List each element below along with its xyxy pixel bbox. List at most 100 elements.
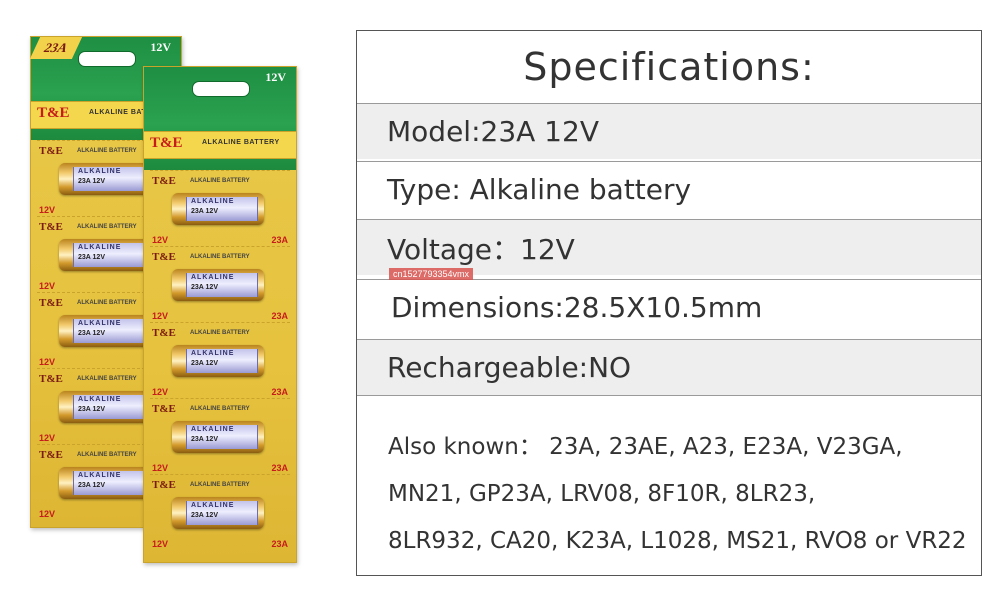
battery-slot: T&E ALKALINE BATTERY ALKALINE 23A 12V 12V 23A (150, 170, 290, 247)
battery-slot: T&E ALKALINE BATTERY ALKALINE 23A 12V 12V 23A (150, 474, 290, 551)
battery-wrap: ALKALINE 23A 12V (186, 425, 258, 449)
cell-model: 23A 12V (78, 178, 105, 185)
voltage-tag: 12V (265, 70, 286, 84)
slot-brand: T&E (152, 479, 176, 491)
cell-model: 23A 12V (191, 512, 218, 519)
cell-brand: ALKALINE (191, 198, 235, 205)
hang-hole (192, 81, 250, 97)
slot-size: 23A (271, 463, 288, 473)
slot-voltage: 12V (152, 539, 169, 549)
slot-voltage: 12V (39, 281, 56, 291)
size-tag: 23A (29, 37, 83, 59)
battery-slot: T&E ALKALINE BATTERY ALKALINE 23A 12V 12V 23A (150, 322, 290, 399)
cell-model: 23A 12V (78, 482, 105, 489)
cell-brand: ALKALINE (78, 244, 122, 251)
spec-row-type: Type: Alkaline battery (357, 161, 981, 217)
cell-brand: ALKALINE (78, 168, 122, 175)
slot-brand: T&E (152, 327, 176, 339)
spec-table: Specifications: Model:23A 12V Type: Alka… (356, 30, 982, 576)
slot-label: ALKALINE BATTERY (77, 148, 137, 154)
cell-model: 23A 12V (78, 254, 105, 261)
cell-brand: ALKALINE (78, 396, 122, 403)
slot-voltage: 12V (152, 387, 169, 397)
battery-cell: ALKALINE 23A 12V (172, 421, 264, 453)
slot-brand: T&E (39, 297, 63, 309)
slot-brand: T&E (39, 373, 63, 385)
spec-row-model: Model:23A 12V (357, 103, 981, 159)
card-header: 12V T&E ALKALINE BATTERY (144, 67, 296, 170)
cell-brand: ALKALINE (191, 274, 235, 281)
hang-hole (78, 51, 136, 67)
also-known-line: 8LR932, CA20, K23A, L1028, MS21, RVO8 or… (388, 528, 967, 554)
cell-model: 23A 12V (191, 436, 218, 443)
brand-subtitle: ALKALINE BATTERY (89, 109, 167, 116)
cell-brand: ALKALINE (78, 320, 122, 327)
battery-wrap: ALKALINE 23A 12V (73, 471, 145, 495)
slot-voltage: 12V (39, 433, 56, 443)
cell-model: 23A 12V (191, 208, 218, 215)
slot-label: ALKALINE BATTERY (190, 178, 250, 184)
spec-title: Specifications: (523, 45, 815, 89)
slot-label: ALKALINE BATTERY (190, 330, 250, 336)
watermark-label: cn1527793354vmx (389, 268, 474, 280)
cell-brand: ALKALINE (78, 472, 122, 479)
cell-model: 23A 12V (78, 330, 105, 337)
battery-cell: ALKALINE 23A 12V (172, 345, 264, 377)
slot-brand: T&E (39, 145, 63, 157)
slot-voltage: 12V (152, 463, 169, 473)
battery-slot: T&E ALKALINE BATTERY ALKALINE 23A 12V 12V 23A (150, 246, 290, 323)
slot-brand: T&E (39, 221, 63, 233)
battery-cell: ALKALINE 23A 12V (59, 467, 151, 499)
slot-voltage: 12V (152, 235, 169, 245)
slot-voltage: 12V (152, 311, 169, 321)
also-known-section: Also known： 23A, 23AE, A23, E23A, V23GA,… (357, 395, 981, 575)
slot-brand: T&E (152, 251, 176, 263)
slot-brand: T&E (152, 403, 176, 415)
cell-model: 23A 12V (191, 284, 218, 291)
slot-brand: T&E (39, 449, 63, 461)
spec-row-rechargeable: Rechargeable:NO (357, 339, 981, 395)
slot-size: 23A (271, 311, 288, 321)
spec-row-voltage: Voltage：12V (357, 219, 981, 275)
battery-cell: ALKALINE 23A 12V (59, 163, 151, 195)
cell-brand: ALKALINE (191, 502, 235, 509)
battery-card-front: 12V T&E ALKALINE BATTERY T&E ALKALINE BAT… (143, 66, 297, 563)
slot-size: 23A (271, 235, 288, 245)
slot-label: ALKALINE BATTERY (77, 224, 137, 230)
product-image: 23A 12V T&E ALKALINE BATTERY T&E ALKALINE… (29, 36, 300, 566)
also-known-line: Also known： 23A, 23AE, A23, E23A, V23GA, (388, 434, 903, 460)
battery-wrap: ALKALINE 23A 12V (73, 167, 145, 191)
slot-label: ALKALINE BATTERY (190, 254, 250, 260)
battery-wrap: ALKALINE 23A 12V (186, 197, 258, 221)
battery-wrap: ALKALINE 23A 12V (186, 349, 258, 373)
slot-size: 23A (271, 539, 288, 549)
slot-brand: T&E (152, 175, 176, 187)
slot-voltage: 12V (39, 509, 56, 519)
cell-brand: ALKALINE (191, 350, 235, 357)
brand-subtitle: ALKALINE BATTERY (202, 139, 280, 146)
battery-wrap: ALKALINE 23A 12V (186, 273, 258, 297)
slot-label: ALKALINE BATTERY (77, 300, 137, 306)
slot-voltage: 12V (39, 357, 56, 367)
battery-cell: ALKALINE 23A 12V (59, 315, 151, 347)
battery-cell: ALKALINE 23A 12V (59, 239, 151, 271)
slot-label: ALKALINE BATTERY (190, 482, 250, 488)
cell-brand: ALKALINE (191, 426, 235, 433)
battery-cell: ALKALINE 23A 12V (172, 269, 264, 301)
voltage-tag: 12V (150, 40, 171, 54)
battery-wrap: ALKALINE 23A 12V (73, 319, 145, 343)
card-header: 23A 12V T&E ALKALINE BATTERY (29, 37, 181, 140)
slot-size: 23A (271, 387, 288, 397)
cell-model: 23A 12V (191, 360, 218, 367)
slot-voltage: 12V (39, 205, 56, 215)
battery-cell: ALKALINE 23A 12V (172, 193, 264, 225)
spec-row-dimensions: Dimensions:28.5X10.5mm (357, 279, 981, 335)
brand-strip: T&E ALKALINE BATTERY (144, 131, 296, 159)
